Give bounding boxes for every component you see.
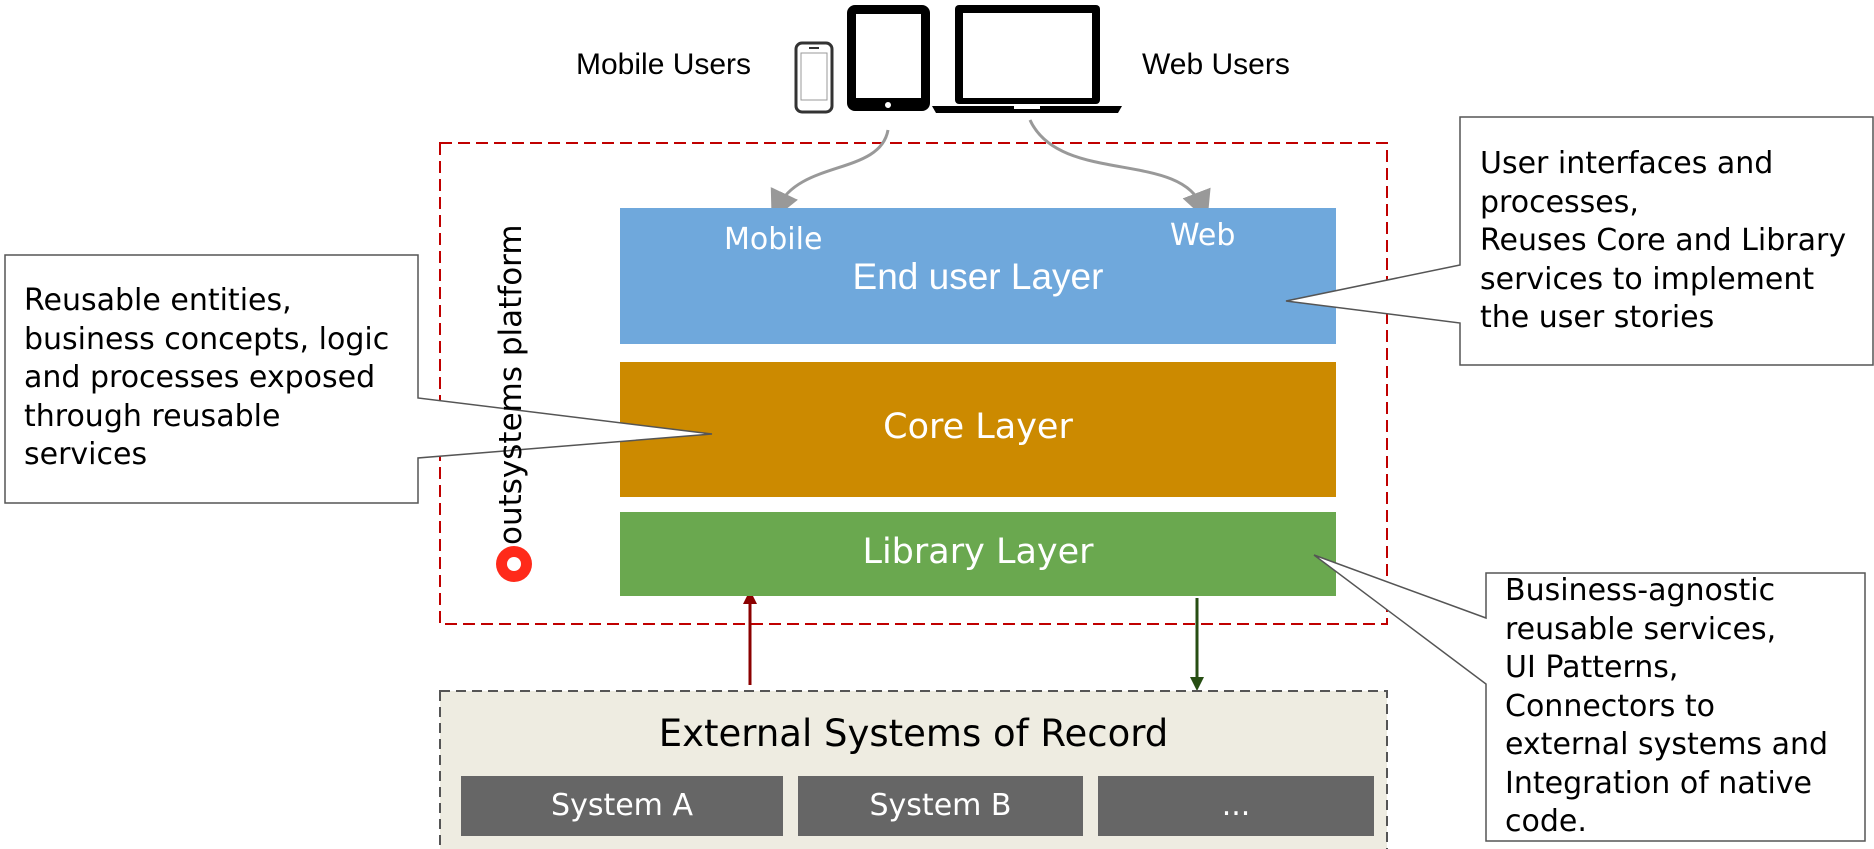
callout-emphasis: logic (318, 321, 390, 357)
platform-label: outsystems platform (493, 224, 529, 545)
callout-line: reusable services, (1505, 611, 1828, 650)
external-systems-title: External Systems of Record (658, 712, 1169, 755)
system-a-box: System A (461, 776, 783, 836)
callout-run: external systems and (1505, 727, 1829, 762)
callout-emphasis: business concepts (24, 321, 300, 357)
callout-line: services to implement (1480, 261, 1846, 300)
callout-run: to (1675, 688, 1716, 724)
smartphone-icon (794, 41, 834, 114)
callout-line: external systems and (1505, 726, 1828, 765)
callout-line: through reusable (24, 398, 389, 437)
callout-run: reusable services, (1505, 611, 1777, 647)
callout-line: Integration of native (1505, 765, 1828, 804)
laptop-icon (932, 5, 1122, 113)
library-layer: Library Layer (620, 512, 1336, 596)
core-layer-title: Core Layer (883, 407, 1073, 447)
core-layer: Core Layer (620, 362, 1336, 497)
channel-mobile-label: Mobile (724, 222, 823, 257)
callout-run: , (1629, 184, 1639, 220)
callout-run: Core and Library (1586, 223, 1847, 258)
callout-run: of native (1670, 765, 1813, 801)
callout-run: and (24, 360, 90, 395)
callout-run: and (1707, 146, 1774, 181)
callout-emphasis: services (24, 437, 148, 472)
callout-run: services to implement (1480, 261, 1815, 297)
system-more-box: ... (1098, 776, 1374, 836)
tablet-icon (847, 5, 930, 111)
callout-line: and processes exposed (24, 359, 389, 398)
callout-run: exposed (239, 360, 376, 395)
callout-line: User interfaces and (1480, 145, 1846, 184)
end-user-layer: Mobile Web End user Layer (620, 208, 1336, 344)
callout-emphasis: processes (89, 360, 240, 395)
callout-line: the user stories (1480, 299, 1846, 338)
web-arrow (1028, 119, 1211, 221)
callout-run: code. (1505, 804, 1587, 839)
callout-emphasis: Connectors (1505, 688, 1676, 724)
callout-emphasis: Business-agnostic (1505, 573, 1776, 608)
core-callout-text: Reusable entities,business concepts, log… (24, 282, 389, 475)
callout-run: , (282, 283, 292, 318)
callout-line: Business-agnostic (1505, 572, 1828, 611)
end-user-layer-title: End user Layer (852, 256, 1104, 297)
system-b-box: System B (798, 776, 1083, 836)
callout-emphasis: entities (170, 283, 283, 318)
callout-line: Connectors to (1505, 688, 1828, 727)
callout-line: Reuses Core and Library (1480, 222, 1846, 261)
callout-line: business concepts, logic (24, 321, 389, 360)
callout-line: Reusable entities, (24, 282, 389, 321)
mobile-users-label: Mobile Users (576, 48, 752, 81)
web-users-label: Web Users (1142, 48, 1290, 81)
callout-emphasis: User interfaces (1480, 146, 1708, 181)
callout-line: UI Patterns, (1505, 649, 1828, 688)
outsystems-logo-icon (496, 546, 532, 582)
callout-run: , (1668, 650, 1679, 685)
callout-run: , (299, 321, 319, 357)
channel-web-label: Web (1170, 218, 1236, 253)
callout-run: through reusable (24, 398, 281, 434)
callout-line: services (24, 436, 389, 475)
callout-line: processes, (1480, 184, 1846, 223)
mobile-arrow (770, 129, 890, 221)
callout-run: Reusable (24, 283, 171, 318)
callout-emphasis: processes (1480, 184, 1630, 220)
callout-emphasis: UI Patterns (1505, 650, 1669, 685)
callout-emphasis: Integration (1505, 765, 1671, 801)
callout-emphasis: user stories (1538, 300, 1715, 335)
callout-emphasis: Reuses (1480, 223, 1587, 258)
callout-line: code. (1505, 803, 1828, 842)
library-layer-title: Library Layer (862, 532, 1094, 572)
callout-run: the (1480, 300, 1539, 335)
